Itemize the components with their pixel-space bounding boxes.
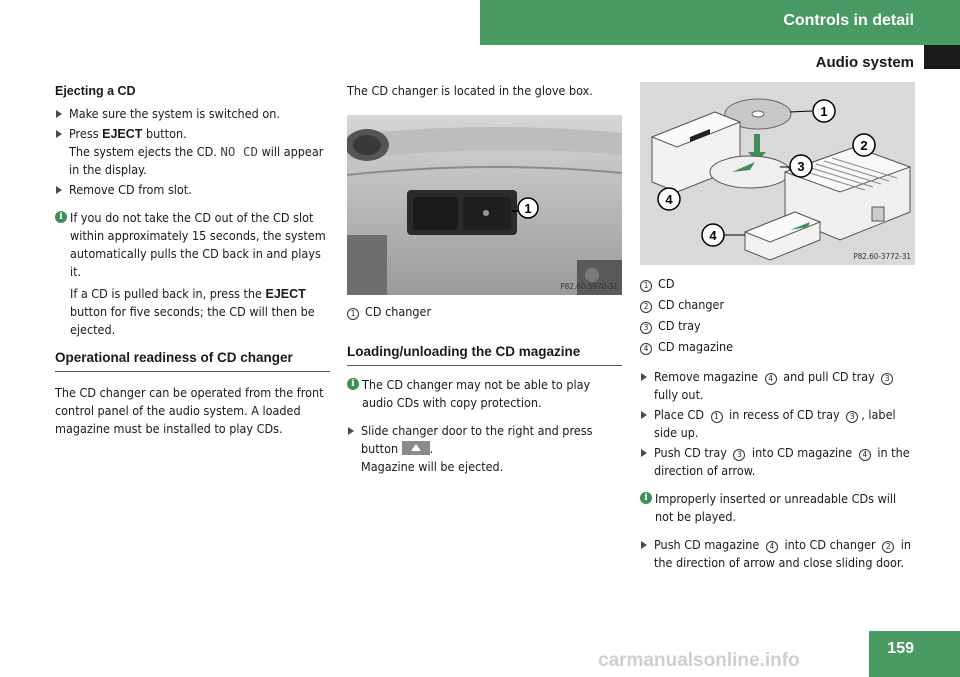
callout-4b bbox=[701, 223, 725, 247]
info-note-pullback: i If you do not take the CD out of the C… bbox=[55, 209, 330, 339]
callout-3-label: 3 bbox=[797, 159, 804, 174]
step-remove-magazine: Remove magazine 4 and pull CD tray 3 ful… bbox=[640, 368, 915, 404]
location-text: The CD changer is located in the glove b… bbox=[347, 83, 593, 98]
page-number-box bbox=[869, 631, 960, 677]
watermark: carmanualsonline.info bbox=[598, 650, 800, 671]
subsection-title: Audio system bbox=[815, 54, 914, 71]
callout-4 bbox=[657, 187, 681, 211]
info-note-copy-protection: i The CD changer may not be able to play… bbox=[347, 376, 622, 412]
readiness-text: The CD changer can be operated from the … bbox=[55, 385, 324, 436]
callout-2-label: 2 bbox=[860, 138, 867, 153]
callout-2 bbox=[852, 133, 876, 157]
info-note-unreadable: i Improperly inserted or unreadable CDs … bbox=[640, 490, 915, 526]
step-push-tray: Push CD tray 3 into CD magazine 4 in the… bbox=[640, 444, 915, 480]
loading-heading: Loading/unloading the CD magazine bbox=[347, 343, 622, 366]
step-press-eject: Press EJECT button. The system ejects th… bbox=[55, 125, 330, 179]
callout-4b-label: 4 bbox=[709, 228, 717, 243]
step-slide-door: Slide changer door to the right and pres… bbox=[347, 422, 622, 476]
callout-1 bbox=[812, 99, 836, 123]
header-band bbox=[480, 0, 960, 45]
page-number: 159 bbox=[887, 640, 914, 657]
callout-1-label: 1 bbox=[820, 104, 827, 119]
step-switch-on: Make sure the system is switched on. bbox=[55, 105, 330, 123]
photo-code: P82.60-5970-31 bbox=[560, 282, 618, 291]
info-icon: i bbox=[55, 211, 67, 223]
callout-1-label: 1 bbox=[524, 201, 531, 216]
eject-heading: Ejecting a CD bbox=[55, 84, 136, 98]
column-middle: The CD changer is located in the glove b… bbox=[347, 82, 622, 478]
cd-changer-illustration: 1 2 3 4 4 bbox=[640, 82, 915, 265]
callout-4-label: 4 bbox=[665, 192, 673, 207]
column-left: Ejecting a CD Make sure the system is sw… bbox=[55, 82, 330, 438]
callout-3 bbox=[789, 154, 813, 178]
eject-button-icon bbox=[401, 441, 430, 455]
eject-key: EJECT bbox=[102, 127, 143, 141]
header-tab-marker bbox=[924, 45, 960, 69]
readiness-heading: Operational readiness of CD changer bbox=[55, 349, 330, 372]
section-title: Controls in detail bbox=[783, 12, 914, 29]
info-icon: i bbox=[347, 378, 359, 390]
step-push-magazine: Push CD magazine 4 into CD changer 2 in … bbox=[640, 536, 915, 572]
info-icon: i bbox=[640, 492, 652, 504]
diagram-code: P82.60-3772-31 bbox=[853, 252, 911, 261]
cd-changer-diagram: 1 2 3 4 4 P82.60-3772-31 bbox=[640, 82, 915, 265]
display-text: NO CD bbox=[220, 144, 259, 159]
step-place-cd: Place CD 1 in recess of CD tray 3, label… bbox=[640, 406, 915, 442]
eject-key: EJECT bbox=[265, 287, 306, 301]
glovebox-illustration: 1 bbox=[347, 115, 622, 295]
glovebox-photo: 1 P82.60-5970-31 bbox=[347, 115, 622, 295]
step-remove-cd: Remove CD from slot. bbox=[55, 181, 330, 199]
callout-1 bbox=[517, 197, 539, 219]
